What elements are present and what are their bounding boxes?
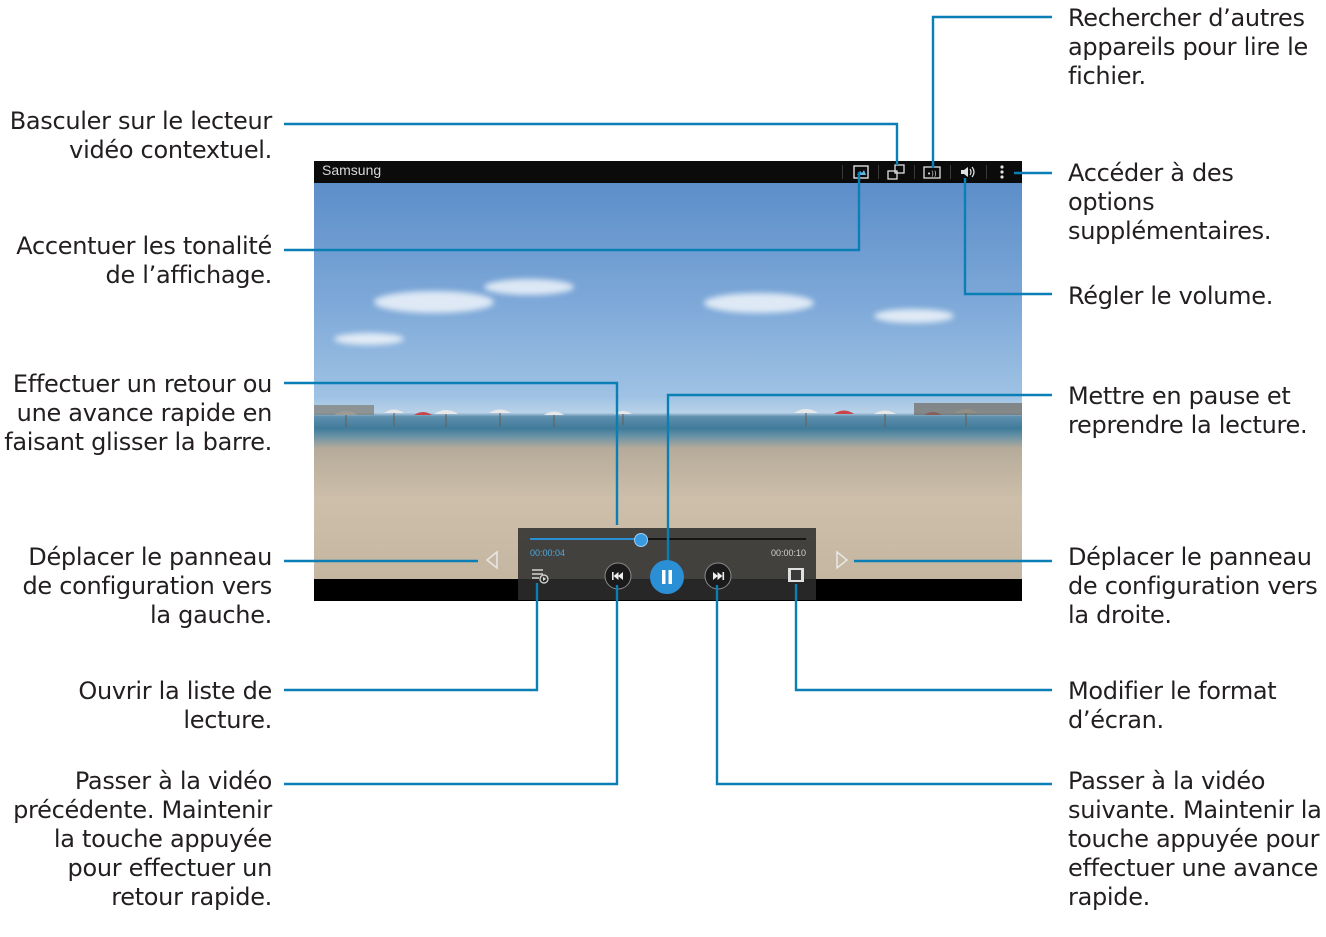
video-player-screen: Samsung •)) (314, 161, 1022, 601)
annotation-nearby-devices: Rechercher d’autres appareils pour lire … (1068, 4, 1308, 90)
annotation-previous: Passer à la vidéo précédente. Maintenir … (13, 767, 272, 911)
annotation-next: Passer à la vidéo suivante. Maintenir la… (1068, 767, 1322, 911)
screen-format-icon[interactable] (786, 566, 806, 584)
annotation-popup-player: Basculer sur le lecteur vidéo contextuel… (9, 107, 273, 164)
panel-right-arrow-icon[interactable] (834, 550, 850, 570)
annotation-pause-resume: Mettre en pause et reprendre la lecture. (1068, 382, 1308, 439)
seek-bar[interactable] (530, 533, 806, 547)
annotation-display-tone: Accentuer les tonalité de l’affichage. (16, 232, 272, 289)
seek-bar-fill (530, 538, 641, 540)
pause-icon[interactable] (649, 559, 685, 595)
top-bar: Samsung •)) (314, 161, 1022, 183)
next-icon[interactable] (704, 562, 732, 590)
panel-left-arrow-icon[interactable] (484, 550, 500, 570)
display-tone-icon[interactable] (852, 163, 870, 181)
video-frame[interactable] (314, 183, 1022, 579)
popup-player-icon[interactable] (886, 163, 906, 181)
video-title: Samsung (322, 162, 382, 178)
volume-icon[interactable] (958, 163, 978, 181)
nearby-devices-icon[interactable]: •)) (922, 163, 942, 181)
beach-umbrellas (314, 403, 1022, 427)
annotation-panel-right: Déplacer le panneau de configuration ver… (1068, 543, 1318, 629)
svg-text:•)): •)) (927, 170, 937, 178)
annotation-more-options: Accéder à des options supplémentaires. (1068, 159, 1272, 245)
current-time: 00:00:04 (530, 548, 566, 558)
control-panel: 00:00:04 00:00:10 (518, 528, 816, 600)
previous-icon[interactable] (604, 562, 632, 590)
annotation-volume: Régler le volume. (1068, 282, 1274, 310)
annotation-seek-bar: Effectuer un retour ou une avance rapide… (4, 370, 272, 456)
callout-next (715, 585, 1052, 786)
annotation-panel-left: Déplacer le panneau de configuration ver… (22, 543, 273, 629)
callout-nearby-devices (931, 15, 1052, 168)
seek-bar-thumb[interactable] (634, 533, 649, 547)
callout-previous (284, 585, 619, 786)
annotation-playlist: Ouvrir la liste de lecture. (78, 677, 272, 734)
callout-popup-player (284, 122, 899, 165)
total-time: 00:00:10 (770, 548, 806, 558)
annotation-screen-format: Modifier le format d’écran. (1068, 677, 1277, 734)
playlist-icon[interactable] (530, 566, 550, 584)
more-options-icon[interactable] (998, 163, 1006, 181)
